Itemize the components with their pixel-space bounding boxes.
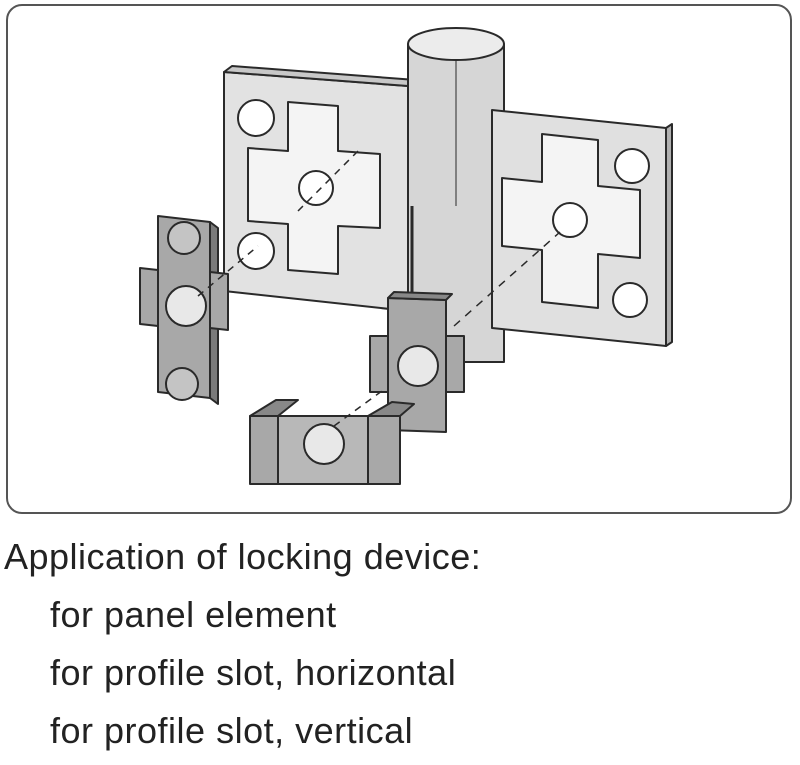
caption-heading: Application of locking device: [4, 536, 482, 577]
locking-device-illustration [139, 27, 673, 485]
locking-nut-panel [249, 387, 415, 485]
locking-nut-horizontal [369, 291, 465, 433]
left-panel-element [223, 65, 417, 312]
locking-nut-vertical [139, 215, 259, 405]
illustration-frame [6, 4, 792, 514]
caption-item-panel-element: for panel element [50, 594, 337, 635]
caption-item-horizontal-slot: for profile slot, horizontal [50, 652, 457, 693]
caption: Application of locking device: for panel… [4, 528, 481, 760]
right-panel-element [453, 109, 673, 347]
caption-item-vertical-slot: for profile slot, vertical [50, 710, 414, 751]
